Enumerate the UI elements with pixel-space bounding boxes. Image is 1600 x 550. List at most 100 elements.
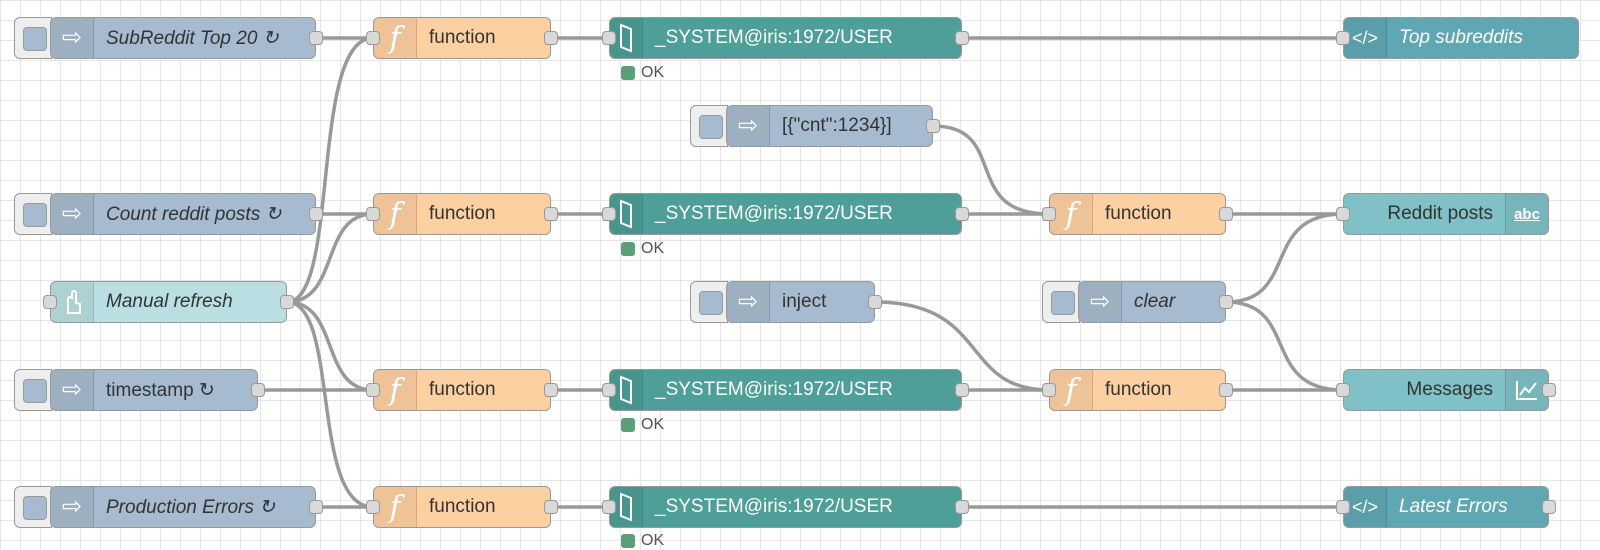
input-port[interactable]: [1042, 383, 1056, 397]
iris-node-1[interactable]: _SYSTEM@iris:1972/USER: [602, 17, 969, 59]
output-port[interactable]: [544, 383, 558, 397]
output-port[interactable]: [309, 500, 323, 514]
inject-node-clear[interactable]: ⇨ clear: [1078, 281, 1233, 323]
inject-node-timestamp[interactable]: ⇨ timestamp ↻: [50, 369, 265, 411]
output-port[interactable]: [1542, 500, 1556, 514]
node-label: function: [429, 27, 496, 48]
function-node-2[interactable]: f function: [366, 193, 558, 235]
node-label: function: [1105, 203, 1172, 224]
button-node-manual-refresh[interactable]: Manual refresh: [43, 281, 294, 323]
node-label: function: [429, 203, 496, 224]
function-node-1[interactable]: f function: [366, 17, 558, 59]
template-node-latest-errors[interactable]: </> Latest Errors: [1336, 486, 1556, 528]
inject-trigger-button[interactable]: [690, 281, 728, 323]
node-status: OK: [621, 240, 664, 258]
output-port[interactable]: [868, 295, 882, 309]
node-label: _SYSTEM@iris:1972/USER: [655, 496, 893, 517]
output-port[interactable]: [544, 500, 558, 514]
inject-node-cnt[interactable]: ⇨ [{"cnt":1234}]: [726, 105, 940, 147]
wire[interactable]: [286, 36, 374, 304]
iris-node-3[interactable]: _SYSTEM@iris:1972/USER: [602, 369, 969, 411]
inject-node-inject[interactable]: ⇨ inject: [726, 281, 882, 323]
input-port[interactable]: [1042, 207, 1056, 221]
input-port[interactable]: [366, 383, 380, 397]
arrow-in-icon: ⇨: [51, 370, 94, 410]
output-port[interactable]: [926, 119, 940, 133]
status-text: OK: [641, 416, 665, 433]
node-status: OK: [621, 64, 664, 82]
output-port[interactable]: [1219, 295, 1233, 309]
inject-trigger-button[interactable]: [14, 193, 52, 235]
output-port[interactable]: [251, 383, 265, 397]
output-port[interactable]: [955, 207, 969, 221]
input-port[interactable]: [366, 31, 380, 45]
function-icon: f: [374, 18, 417, 58]
input-port[interactable]: [602, 500, 616, 514]
inject-node-subreddit-top20[interactable]: ⇨ SubReddit Top 20 ↻: [50, 17, 323, 59]
function-icon: f: [374, 370, 417, 410]
output-port[interactable]: [955, 383, 969, 397]
output-port[interactable]: [544, 207, 558, 221]
output-port[interactable]: [955, 500, 969, 514]
iris-node-4[interactable]: _SYSTEM@iris:1972/USER: [602, 486, 969, 528]
text-node-reddit-posts[interactable]: Reddit posts abc: [1336, 193, 1549, 235]
arrow-in-icon: ⇨: [1079, 282, 1122, 322]
wire[interactable]: [1225, 300, 1344, 392]
output-port[interactable]: [544, 31, 558, 45]
function-icon: f: [374, 194, 417, 234]
function-node-3[interactable]: f function: [366, 369, 558, 411]
output-port[interactable]: [309, 207, 323, 221]
inject-node-count-reddit-posts[interactable]: ⇨ Count reddit posts ↻: [50, 193, 323, 235]
iris-node-2[interactable]: _SYSTEM@iris:1972/USER: [602, 193, 969, 235]
wire[interactable]: [286, 300, 374, 509]
node-label: function: [1105, 379, 1172, 400]
function-node-5[interactable]: f function: [1042, 193, 1233, 235]
inject-trigger-button[interactable]: [14, 486, 52, 528]
input-port[interactable]: [602, 207, 616, 221]
output-port[interactable]: [955, 31, 969, 45]
status-dot: [621, 534, 635, 548]
output-port[interactable]: [280, 295, 294, 309]
output-port[interactable]: [1219, 383, 1233, 397]
chart-node-messages[interactable]: Messages: [1336, 369, 1556, 411]
template-node-top-subreddits[interactable]: </> Top subreddits: [1336, 17, 1579, 59]
node-label: _SYSTEM@iris:1972/USER: [655, 379, 893, 400]
function-node-6[interactable]: f function: [1042, 369, 1233, 411]
function-node-4[interactable]: f function: [366, 486, 558, 528]
input-port[interactable]: [1336, 207, 1350, 221]
status-text: OK: [641, 532, 665, 549]
input-port[interactable]: [1336, 500, 1350, 514]
node-label: function: [429, 379, 496, 400]
node-label: inject: [782, 291, 827, 312]
trigger-square: [23, 27, 47, 51]
input-port[interactable]: [366, 500, 380, 514]
function-icon: f: [1050, 194, 1093, 234]
node-label: Messages: [1406, 379, 1493, 400]
status-dot: [621, 242, 635, 256]
input-port[interactable]: [602, 31, 616, 45]
inject-trigger-button[interactable]: [14, 17, 52, 59]
node-label: timestamp ↻: [106, 379, 215, 401]
input-port[interactable]: [602, 383, 616, 397]
node-status: OK: [621, 416, 664, 434]
trigger-square: [1051, 291, 1075, 315]
hand-icon: [51, 282, 94, 322]
input-port[interactable]: [43, 295, 57, 309]
code-icon: </>: [1344, 487, 1387, 527]
chart-icon: [1505, 370, 1548, 410]
wire[interactable]: [1225, 212, 1344, 304]
input-port[interactable]: [1336, 31, 1350, 45]
wire[interactable]: [286, 300, 374, 392]
output-port[interactable]: [1219, 207, 1233, 221]
arrow-in-icon: ⇨: [51, 487, 94, 527]
output-port[interactable]: [309, 31, 323, 45]
inject-node-production-errors[interactable]: ⇨ Production Errors ↻: [50, 486, 323, 528]
inject-trigger-button[interactable]: [14, 369, 52, 411]
inject-trigger-button[interactable]: [690, 105, 728, 147]
trigger-square: [23, 496, 47, 520]
input-port[interactable]: [366, 207, 380, 221]
output-port[interactable]: [1542, 383, 1556, 397]
input-port[interactable]: [1336, 383, 1350, 397]
inject-trigger-button[interactable]: [1042, 281, 1080, 323]
node-label: _SYSTEM@iris:1972/USER: [655, 203, 893, 224]
